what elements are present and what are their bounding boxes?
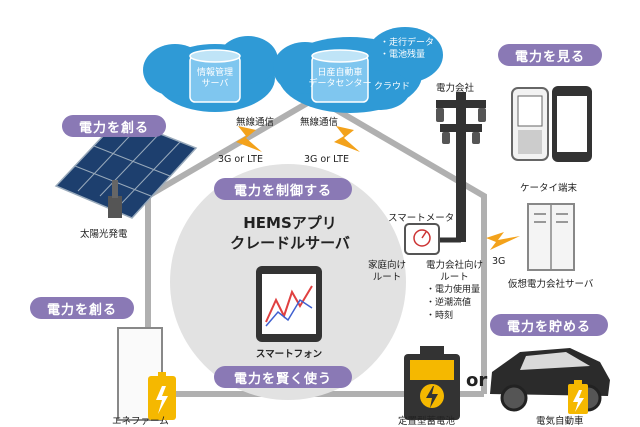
center-title-line1: HEMSアプリ bbox=[243, 214, 337, 232]
company-route-line1: 電力会社向け bbox=[426, 260, 484, 271]
electric-car bbox=[490, 348, 610, 414]
virtual-server-label: 仮想電力会社サーバ bbox=[508, 279, 594, 290]
smart-meter-label: スマートメータ bbox=[388, 213, 455, 224]
cloud-bullet-battery: ・電池残量 bbox=[380, 50, 426, 60]
net-virtual-label: 3G bbox=[492, 256, 506, 267]
smart-meter-device bbox=[404, 223, 440, 255]
company-route-label: 電力会社向け ルート bbox=[426, 260, 483, 284]
wireless-left-label: 無線通信 bbox=[236, 117, 275, 128]
utility-pole bbox=[436, 92, 486, 243]
server-rack bbox=[527, 203, 575, 271]
bolt-virtual bbox=[486, 232, 520, 250]
section-see: 電力を見る bbox=[498, 44, 602, 66]
meter-bullet-usage: ・電力使用量 bbox=[426, 285, 481, 295]
home-battery bbox=[404, 346, 460, 420]
home-route-label: 家庭向け ルート bbox=[368, 260, 406, 284]
section-create-bottom: 電力を創る bbox=[30, 297, 134, 319]
solar-label: 太陽光発電 bbox=[80, 229, 128, 240]
tablet-label: スマートフォン bbox=[255, 349, 323, 360]
cloud-label: クラウド bbox=[373, 82, 410, 92]
wireless-right-label: 無線通信 bbox=[300, 117, 339, 128]
company-route-line2: ルート bbox=[440, 272, 469, 283]
section-create-top: 電力を創る bbox=[62, 115, 166, 137]
fuel-cell-label: エネファーム bbox=[112, 416, 169, 427]
section-control: 電力を制御する bbox=[214, 178, 352, 200]
cloud-info-server bbox=[143, 36, 278, 112]
ev-label: 電気自動車 bbox=[536, 416, 584, 427]
section-smart-use: 電力を賢く使う bbox=[214, 366, 352, 388]
section-store: 電力を貯める bbox=[490, 314, 608, 336]
bolt-right bbox=[334, 126, 360, 152]
datacenter-line2: データセンター bbox=[308, 79, 372, 89]
power-company-label: 電力会社 bbox=[436, 83, 475, 94]
datacenter-line1: 日産自動車 bbox=[317, 68, 363, 78]
info-server-line2: サーバ bbox=[201, 79, 229, 89]
datacenter-label: 日産自動車 データセンター bbox=[308, 68, 372, 90]
meter-bullets: ・電力使用量 ・逆潮流値 ・時刻 bbox=[426, 284, 480, 323]
mobile-phones bbox=[511, 86, 592, 162]
meter-bullet-reverse: ・逆潮流値 bbox=[426, 298, 472, 308]
meter-bullet-time: ・時刻 bbox=[426, 311, 454, 321]
info-server-line1: 情報管理 bbox=[196, 68, 233, 78]
home-route-line1: 家庭向け bbox=[368, 260, 407, 271]
solar-panel bbox=[54, 117, 198, 219]
net-right-label: 3G or LTE bbox=[304, 154, 349, 165]
center-title-line2: クレードルサーバ bbox=[230, 234, 350, 252]
tablet-device bbox=[256, 266, 322, 342]
info-server-label: 情報管理 サーバ bbox=[190, 68, 240, 90]
cloud-datacenter bbox=[273, 27, 443, 113]
mobile-label: ケータイ端末 bbox=[520, 183, 578, 194]
cloud-bullet-drive: ・走行データ bbox=[380, 38, 435, 48]
or-label: or bbox=[466, 370, 488, 391]
net-left-label: 3G or LTE bbox=[218, 154, 263, 165]
bolt-left bbox=[236, 126, 262, 152]
home-route-line2: ルート bbox=[372, 272, 402, 283]
home-battery-label: 定置型蓄電池 bbox=[398, 416, 456, 427]
fuel-cell-unit bbox=[117, 327, 176, 421]
